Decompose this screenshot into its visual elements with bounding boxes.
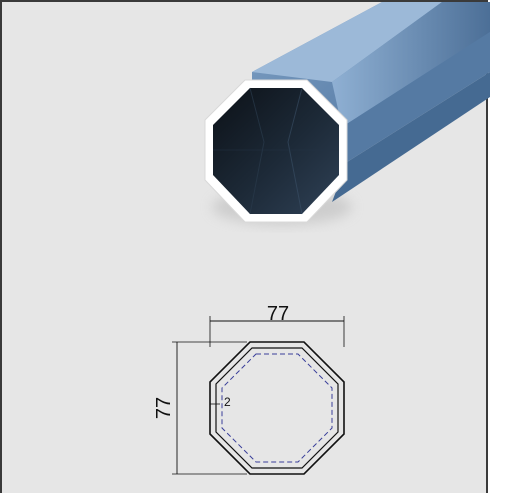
wall-thickness-label: 2 (224, 395, 231, 409)
outer-profile (209, 341, 345, 475)
hidden-profile (221, 353, 333, 463)
product-card: 77 77 2 (0, 0, 490, 493)
width-label: 77 (267, 303, 289, 325)
product-illustration: 77 77 2 (153, 2, 490, 475)
cross-section-drawing (172, 316, 345, 475)
inner-profile (215, 347, 339, 469)
height-label: 77 (153, 397, 175, 419)
tube-3d (204, 2, 490, 225)
